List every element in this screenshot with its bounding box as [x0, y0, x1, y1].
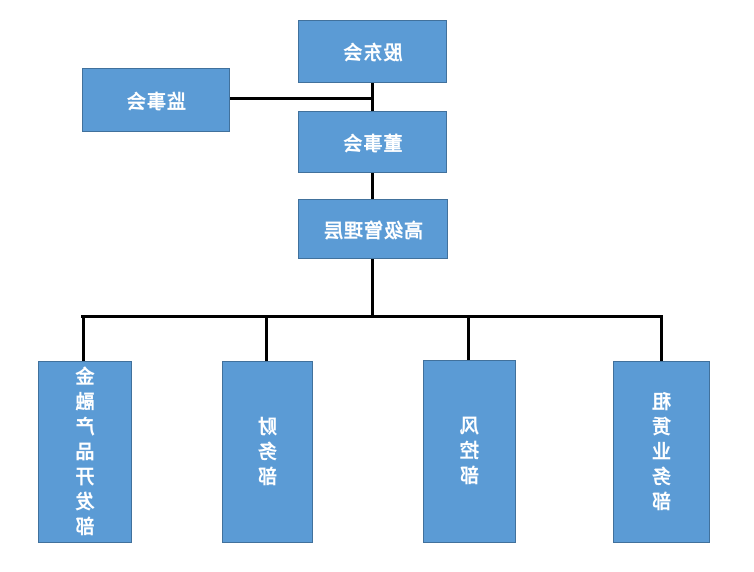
org-node-leasing-business-dept: 租赁业务部 [613, 361, 710, 543]
connector-distribution-line [81, 315, 663, 318]
org-node-financial-product-dev-dept: 金融产品开发部 [38, 361, 132, 543]
org-node-label: 风控部 [460, 415, 480, 487]
connector-drop-product-dev-dept [82, 315, 85, 362]
org-node-label: 财务部 [258, 415, 278, 488]
org-node-label: 监事会 [126, 90, 187, 113]
org-node-label: 董事会 [342, 132, 403, 155]
connector-board-senior [371, 172, 374, 200]
org-node-label: 高级管理层 [323, 219, 424, 242]
connector-senior-trunk [371, 258, 374, 318]
org-node-senior-management: 高级管理层 [298, 199, 448, 259]
connector-drop-leasing-dept [660, 315, 663, 362]
org-node-shareholders-meeting: 股东会 [298, 20, 447, 83]
org-node-board-of-directors: 董事会 [298, 111, 447, 173]
connector-drop-risk-dept [467, 315, 470, 361]
org-node-risk-control-dept: 风控部 [423, 360, 516, 543]
connector-drop-finance-dept [265, 315, 268, 362]
org-node-label: 股东会 [342, 42, 403, 64]
org-node-label: 租赁业务部 [652, 390, 672, 513]
connector-supervisory-link [230, 97, 372, 100]
org-node-finance-dept: 财务部 [222, 361, 313, 543]
org-node-label: 金融产品开发部 [75, 365, 95, 538]
org-node-supervisory-board: 监事会 [82, 68, 230, 132]
